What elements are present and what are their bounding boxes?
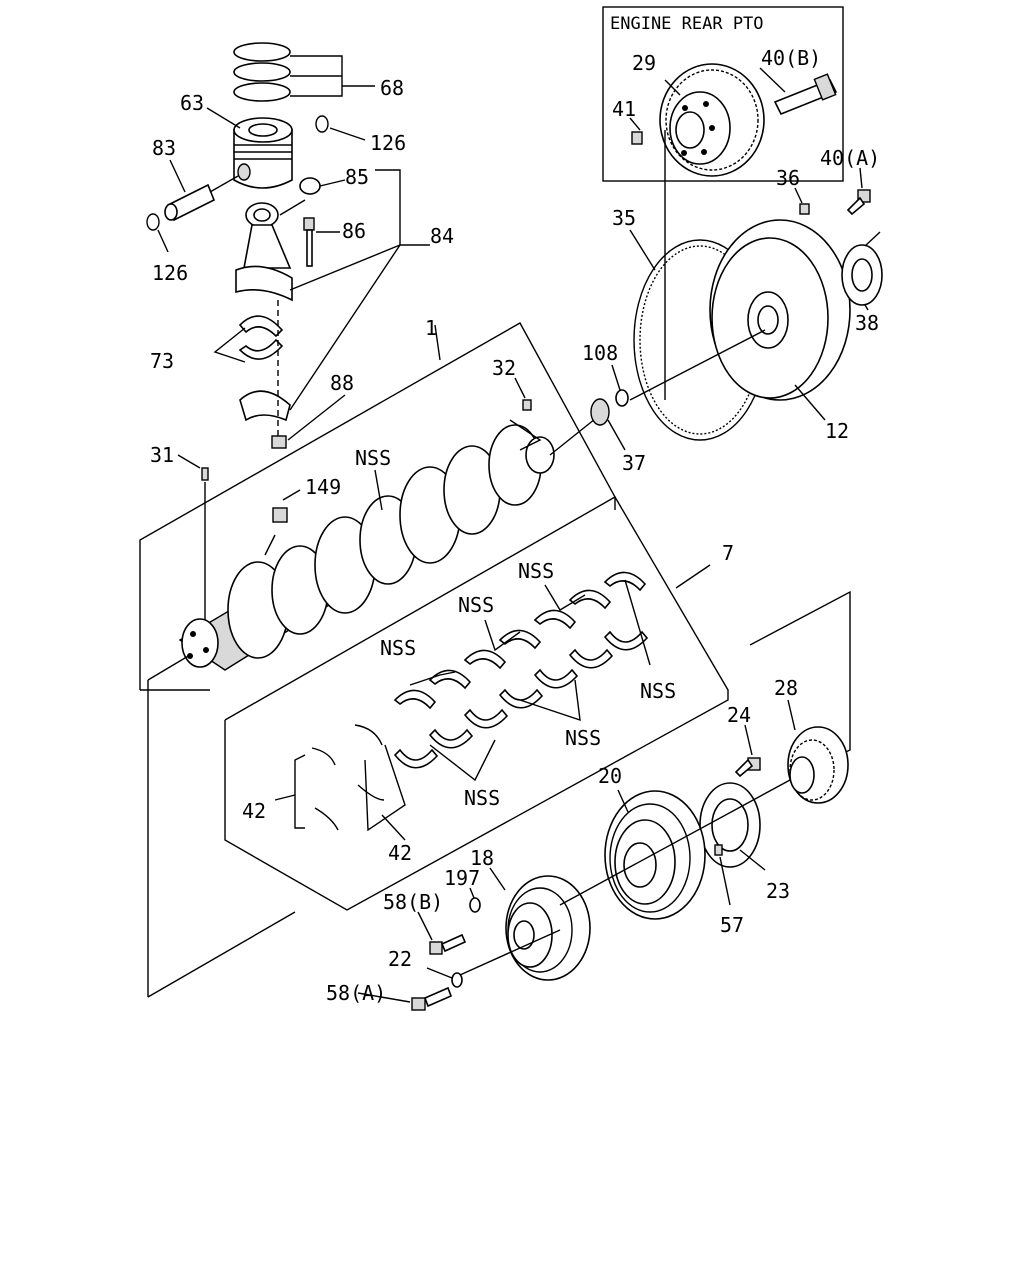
pto-bolt	[773, 73, 838, 116]
label-126-bottom: 126	[152, 261, 188, 285]
label-40b: 40(B)	[761, 46, 821, 70]
label-31: 31	[150, 443, 174, 467]
rod-nut	[271, 435, 287, 449]
pulley-bolt-b	[429, 933, 467, 955]
label-63: 63	[180, 91, 204, 115]
label-35: 35	[612, 206, 636, 230]
piston	[233, 117, 293, 189]
label-nss-6: NSS	[464, 786, 500, 810]
piston-pin	[164, 183, 216, 222]
crank-key	[522, 399, 532, 411]
snap-ring	[315, 115, 329, 133]
label-41: 41	[612, 97, 636, 121]
label-68: 68	[380, 76, 404, 100]
label-58a: 58(A)	[326, 981, 386, 1005]
label-nss-1: NSS	[380, 636, 416, 660]
rod-bushing	[299, 177, 321, 195]
crank-plug	[272, 507, 288, 523]
label-nss-3: NSS	[518, 559, 554, 583]
rod-bearing-lower	[238, 338, 284, 360]
label-42-right: 42	[388, 841, 412, 865]
crank-gear	[787, 726, 849, 804]
pto-gear	[659, 63, 765, 177]
upper-bearings	[393, 571, 647, 710]
label-73: 73	[150, 349, 174, 373]
label-57: 57	[720, 913, 744, 937]
label-28: 28	[774, 676, 798, 700]
label-1: 1	[425, 316, 437, 340]
oil-seal	[590, 398, 610, 426]
label-85: 85	[345, 165, 369, 189]
gear-bolt	[734, 757, 761, 778]
rod-bearing-upper	[238, 315, 284, 338]
flywheel-bolt	[846, 189, 871, 216]
flywheel-dowel	[799, 203, 810, 215]
flywheel	[709, 219, 851, 401]
label-nss-5: NSS	[565, 726, 601, 750]
rear-pto-inset: ENGINE REAR PTO 29 40(B) 41	[602, 6, 844, 400]
main-bearing-frame	[224, 496, 729, 911]
piston-ring	[233, 82, 291, 102]
label-86: 86	[342, 219, 366, 243]
label-40a: 40(A)	[820, 146, 880, 170]
label-32: 32	[492, 356, 516, 380]
flywheel-group: 35 12 36 40(A) 38 108	[582, 146, 883, 475]
piston-ring	[233, 62, 291, 82]
label-24: 24	[727, 703, 751, 727]
connecting-rod	[235, 202, 293, 302]
label-126-top: 126	[370, 131, 406, 155]
thrust-washer	[357, 784, 385, 801]
crankshaft-group: 1 32 31 149	[139, 316, 616, 691]
crankshaft-frame	[139, 322, 616, 690]
lower-bearings	[393, 630, 649, 769]
crankshaft	[178, 424, 555, 671]
label-37: 37	[622, 451, 646, 475]
rod-cap	[239, 390, 291, 422]
inset-frame	[602, 6, 844, 182]
label-nss-4: NSS	[640, 679, 676, 703]
thrust-washer	[354, 724, 383, 746]
label-7: 7	[722, 541, 734, 565]
label-nss-2: NSS	[458, 593, 494, 617]
label-29: 29	[632, 51, 656, 75]
piston-ring	[233, 42, 291, 62]
label-108: 108	[582, 341, 618, 365]
label-20: 20	[598, 764, 622, 788]
label-149: 149	[305, 475, 341, 499]
label-38: 38	[855, 311, 879, 335]
snap-ring	[146, 213, 160, 231]
rod-bolt	[303, 217, 315, 267]
label-22: 22	[388, 947, 412, 971]
label-83: 83	[152, 136, 176, 160]
crank-pin	[201, 467, 209, 481]
inset-title: ENGINE REAR PTO	[610, 14, 764, 34]
label-58b: 58(B)	[383, 890, 443, 914]
damper-pulley	[604, 790, 706, 920]
crank-pulley	[505, 875, 591, 981]
label-197: 197	[444, 866, 480, 890]
thrust-washer	[311, 747, 336, 766]
pulley-bolt-a	[411, 986, 453, 1011]
front-group: 28 24 23 57 20	[147, 590, 851, 1011]
label-23: 23	[766, 879, 790, 903]
label-84: 84	[430, 224, 454, 248]
main-bearing-group: 7 NSS NSS NSS NSS NSS	[224, 496, 734, 911]
label-18: 18	[470, 846, 494, 870]
label-36: 36	[776, 166, 800, 190]
thrust-washer	[314, 807, 339, 831]
dowel-pin	[631, 131, 643, 145]
label-88: 88	[330, 371, 354, 395]
label-42-left: 42	[242, 799, 266, 823]
label-nss-crankshaft: NSS	[355, 446, 391, 470]
label-12: 12	[825, 419, 849, 443]
damper-pin	[714, 844, 723, 856]
pilot-bearing	[615, 389, 629, 407]
pulley-washer	[469, 897, 481, 913]
piston-assembly: 68 63 126 83 126 85	[146, 42, 454, 449]
bolt-washer	[451, 972, 463, 988]
